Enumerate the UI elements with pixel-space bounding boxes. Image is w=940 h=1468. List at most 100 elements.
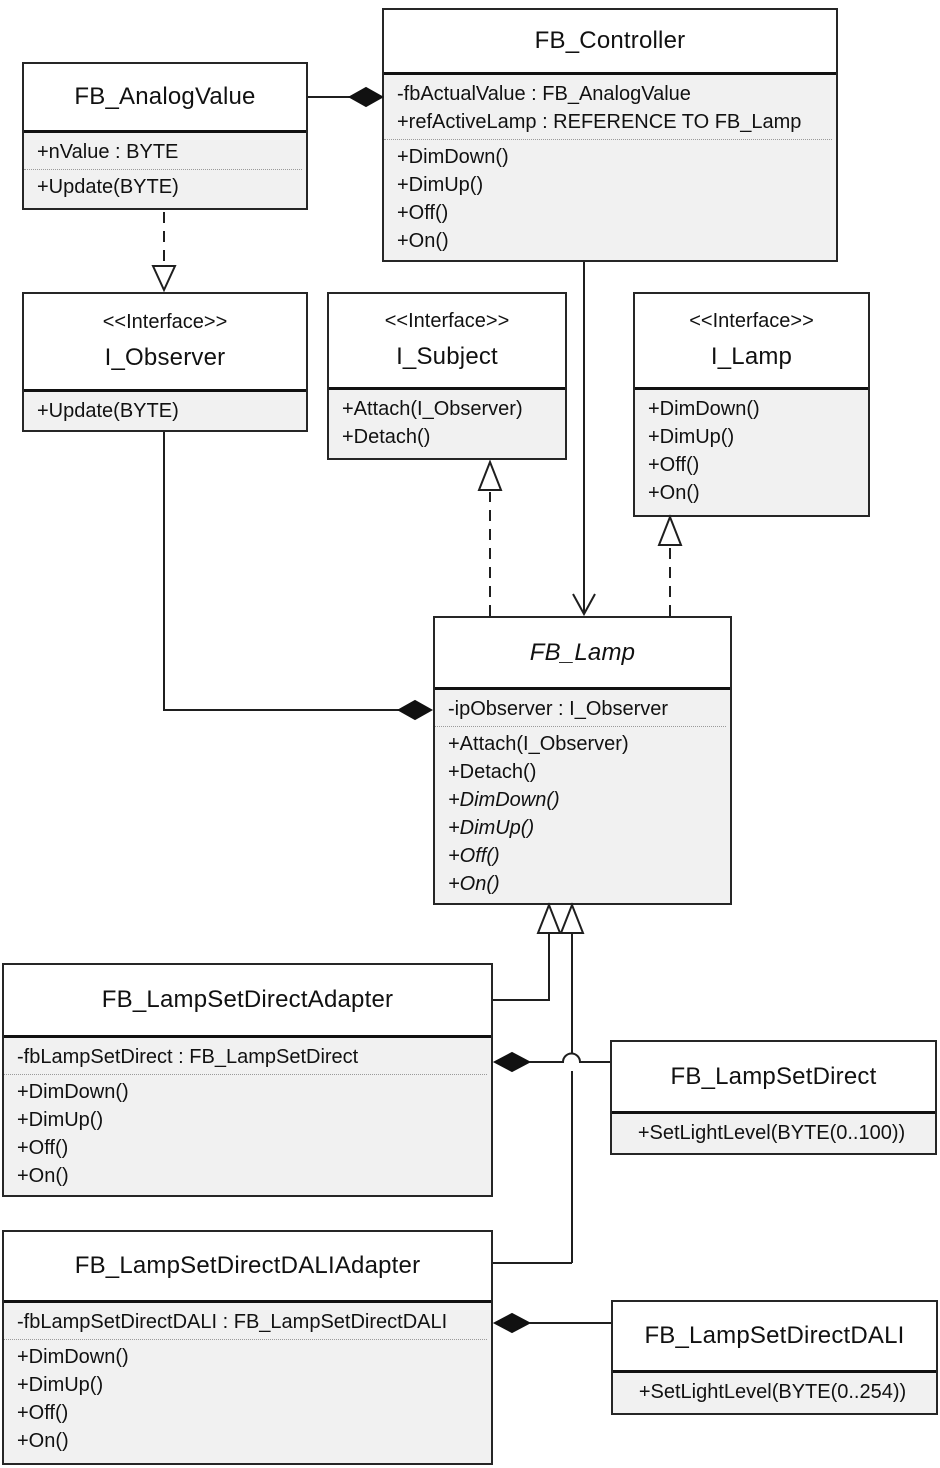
class-fb-controller: FB_Controller -fbActualValue : FB_Analog… (382, 8, 838, 262)
class-body: +SetLightLevel(BYTE(0..254)) (613, 1373, 936, 1406)
method-line: +Off() (397, 202, 449, 224)
method-line: +Update(BYTE) (37, 176, 179, 198)
method-line: +Detach() (342, 426, 431, 448)
method-line: +DimDown() (648, 398, 760, 420)
class-title-fb-lampsetdirectadapter: FB_LampSetDirectAdapter (4, 965, 491, 1038)
method-line: +SetLightLevel(BYTE(0..100)) (637, 1122, 906, 1144)
class-fb-analogvalue: FB_AnalogValue +nValue : BYTE +Update(BY… (22, 62, 308, 210)
method-line: +DimDown() (17, 1081, 129, 1103)
composition-diamond (492, 1312, 532, 1334)
attribute-line: +refActiveLamp : REFERENCE TO FB_Lamp (397, 111, 802, 133)
method-line: +Attach(I_Observer) (342, 398, 523, 420)
attribute-line: -ipObserver : I_Observer (448, 698, 669, 720)
realization-lamp-subject (477, 459, 503, 616)
class-i-subject: <<Interface>> I_Subject +Attach(I_Observ… (327, 292, 567, 460)
realization-triangle (657, 514, 683, 546)
association-controller-lamp (572, 262, 596, 617)
class-name: FB_Controller (534, 27, 686, 54)
method-line: +Off() (648, 454, 700, 476)
class-title-fb-controller: FB_Controller (384, 10, 836, 75)
method-line: +DimDown() (17, 1346, 129, 1368)
class-name: FB_AnalogValue (74, 83, 256, 110)
class-fb-lampsetdirect: FB_LampSetDirect +SetLightLevel(BYTE(0..… (610, 1040, 937, 1155)
class-title-fb-analogvalue: FB_AnalogValue (24, 64, 306, 133)
method-line: +Update(BYTE) (37, 400, 179, 422)
method-line: +DimUp() (17, 1109, 104, 1131)
class-name: FB_LampSetDirectDALIAdapter (74, 1252, 421, 1279)
member-separator (384, 139, 832, 140)
class-body: +SetLightLevel(BYTE(0..100)) (612, 1114, 935, 1147)
class-name: FB_LampSetDirectDALI (644, 1322, 905, 1349)
composition-diamond (396, 699, 434, 721)
class-name: FB_LampSetDirect (670, 1062, 877, 1090)
method-line: +Detach() (448, 761, 537, 783)
open-arrowhead (572, 593, 596, 617)
stereotype-label: <<Interface>> (102, 311, 228, 333)
composition-controller-analogvalue (308, 86, 385, 108)
method-line: +On() (17, 1165, 69, 1187)
method-line: +DimUp() (17, 1374, 104, 1396)
class-name: FB_Lamp (529, 638, 636, 666)
class-name: I_Subject (396, 343, 498, 370)
generalization-triangle (559, 902, 585, 934)
member-separator (435, 726, 726, 727)
class-body: -ipObserver : I_Observer +Attach(I_Obser… (435, 690, 730, 898)
class-body: +DimDown() +DimUp() +Off() +On() (635, 390, 868, 507)
line-hop (529, 1052, 610, 1063)
class-body: +Update(BYTE) (24, 392, 306, 425)
method-line: +SetLightLevel(BYTE(0..254)) (638, 1381, 907, 1403)
realization-triangle (477, 459, 503, 491)
abstract-method-line: +Off() (448, 845, 500, 867)
method-line: +On() (17, 1430, 69, 1452)
method-line: +DimUp() (397, 174, 484, 196)
class-name: I_Observer (104, 344, 226, 371)
stereotype-label: <<Interface>> (384, 310, 510, 332)
composition-adapter-lampsetdirect (492, 1051, 610, 1073)
class-i-observer: <<Interface>> I_Observer +Update(BYTE) (22, 292, 308, 432)
abstract-method-line: +DimDown() (448, 789, 560, 811)
method-line: +Off() (17, 1402, 69, 1424)
class-fb-lampsetdirectdali: FB_LampSetDirectDALI +SetLightLevel(BYTE… (611, 1300, 938, 1415)
abstract-method-line: +DimUp() (448, 817, 535, 839)
class-title-i-observer: <<Interface>> I_Observer (24, 294, 306, 392)
member-separator (24, 169, 302, 170)
attribute-line: -fbLampSetDirectDALI : FB_LampSetDirectD… (17, 1311, 448, 1333)
method-line: +On() (397, 230, 449, 252)
class-i-lamp: <<Interface>> I_Lamp +DimDown() +DimUp()… (633, 292, 870, 517)
class-title-fb-lamp: FB_Lamp (435, 618, 730, 690)
class-fb-lampsetdirectadapter: FB_LampSetDirectAdapter -fbLampSetDirect… (2, 963, 493, 1197)
realization-analogvalue-observer (151, 212, 177, 293)
class-fb-lamp: FB_Lamp -ipObserver : I_Observer +Attach… (433, 616, 732, 905)
attribute-line: +nValue : BYTE (37, 141, 179, 163)
method-line: +Off() (17, 1137, 69, 1159)
class-title-fb-lampsetdirectdaliadapter: FB_LampSetDirectDALIAdapter (4, 1232, 491, 1303)
composition-diamond (347, 86, 385, 108)
class-name: I_Lamp (710, 343, 793, 370)
method-line: +On() (648, 482, 700, 504)
class-title-fb-lampsetdirectdali: FB_LampSetDirectDALI (613, 1302, 936, 1373)
method-line: +DimUp() (648, 426, 735, 448)
realization-triangle (151, 265, 177, 293)
member-separator (4, 1074, 487, 1075)
class-body: -fbLampSetDirect : FB_LampSetDirect +Dim… (4, 1038, 491, 1190)
realization-lamp-ilamp (657, 514, 683, 616)
generalization-adapter-lamp (493, 902, 562, 1001)
composition-lamp-observer (163, 432, 434, 721)
attribute-line: -fbActualValue : FB_AnalogValue (397, 83, 691, 105)
attribute-line: -fbLampSetDirect : FB_LampSetDirect (17, 1046, 359, 1068)
class-body: -fbActualValue : FB_AnalogValue +refActi… (384, 75, 836, 255)
class-title-fb-lampsetdirect: FB_LampSetDirect (612, 1042, 935, 1114)
method-line: +DimDown() (397, 146, 509, 168)
class-fb-lampsetdirectdaliadapter: FB_LampSetDirectDALIAdapter -fbLampSetDi… (2, 1230, 493, 1465)
class-body: +nValue : BYTE +Update(BYTE) (24, 133, 306, 201)
abstract-method-line: +On() (448, 873, 500, 895)
composition-diamond (492, 1051, 532, 1073)
class-title-i-lamp: <<Interface>> I_Lamp (635, 294, 868, 390)
class-body: +Attach(I_Observer) +Detach() (329, 390, 565, 451)
generalization-daliadapter-lamp (493, 902, 585, 1264)
generalization-triangle (536, 902, 562, 934)
method-line: +Attach(I_Observer) (448, 733, 629, 755)
class-title-i-subject: <<Interface>> I_Subject (329, 294, 565, 390)
composition-daliadapter-lampsetdirectdali (492, 1312, 611, 1334)
